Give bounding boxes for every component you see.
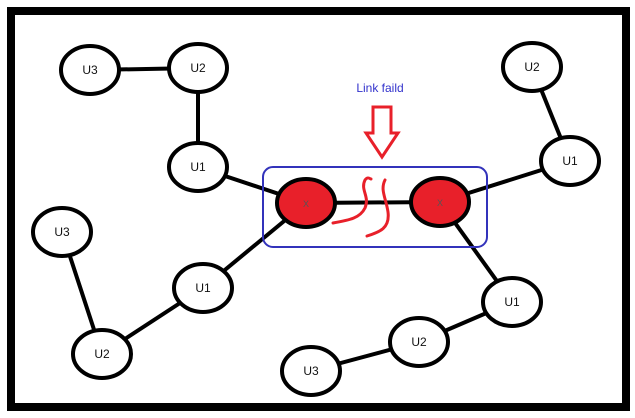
node-br_u1-label: U1	[504, 295, 520, 309]
failed-node-B-shape	[409, 176, 471, 228]
node-tr_u2-shape	[501, 41, 563, 93]
node-bl_u3-shape	[31, 206, 93, 258]
node-tl_u3-label: U3	[82, 63, 98, 77]
link-failed-label: Link faild	[356, 81, 403, 95]
node-tl_u2: U2	[167, 42, 229, 94]
failed-node-B-label: X	[437, 198, 443, 208]
node-br_u2-shape	[388, 316, 450, 368]
node-br_u2: U2	[388, 316, 450, 368]
squiggle-2	[365, 178, 390, 238]
node-bl_u3: U3	[31, 206, 93, 258]
node-tr_u2-label: U2	[524, 60, 540, 74]
node-bl_u1: U1	[172, 262, 234, 314]
node-tl_u1: U1	[167, 141, 229, 193]
node-tr_u1-label: U1	[562, 154, 578, 168]
failed-node-A: X	[275, 177, 337, 229]
node-tl_u3-shape	[59, 44, 121, 96]
node-bl_u3-label: U3	[54, 225, 70, 239]
node-br_u2-label: U2	[411, 335, 427, 349]
squiggle-1	[331, 176, 373, 225]
node-tr_u1: U1	[539, 135, 601, 187]
node-tl_u1-shape	[167, 141, 229, 193]
node-bl_u2: U2	[71, 328, 133, 380]
broken-link-marks	[331, 176, 390, 238]
failed-node-B: X	[409, 176, 471, 228]
failed-node-A-shape	[275, 177, 337, 229]
frame-border	[7, 7, 630, 411]
node-bl_u2-shape	[71, 328, 133, 380]
node-br_u1-shape	[481, 276, 543, 328]
node-tl_u1-label: U1	[190, 160, 206, 174]
node-tl_u2-shape	[167, 42, 229, 94]
node-tl_u2-label: U2	[190, 61, 206, 75]
node-tr_u1-shape	[539, 135, 601, 187]
node-tr_u2: U2	[501, 41, 563, 93]
node-br_u3-shape	[280, 345, 342, 397]
node-br_u3-label: U3	[303, 364, 319, 378]
node-tl_u3: U3	[59, 44, 121, 96]
failure-highlight-box	[262, 166, 488, 248]
node-bl_u2-label: U2	[94, 347, 110, 361]
node-bl_u1-label: U1	[195, 281, 211, 295]
node-br_u1: U1	[481, 276, 543, 328]
node-bl_u1-shape	[172, 262, 234, 314]
down-arrow-icon	[363, 105, 401, 160]
node-br_u3: U3	[280, 345, 342, 397]
failed-node-A-label: X	[303, 199, 309, 209]
